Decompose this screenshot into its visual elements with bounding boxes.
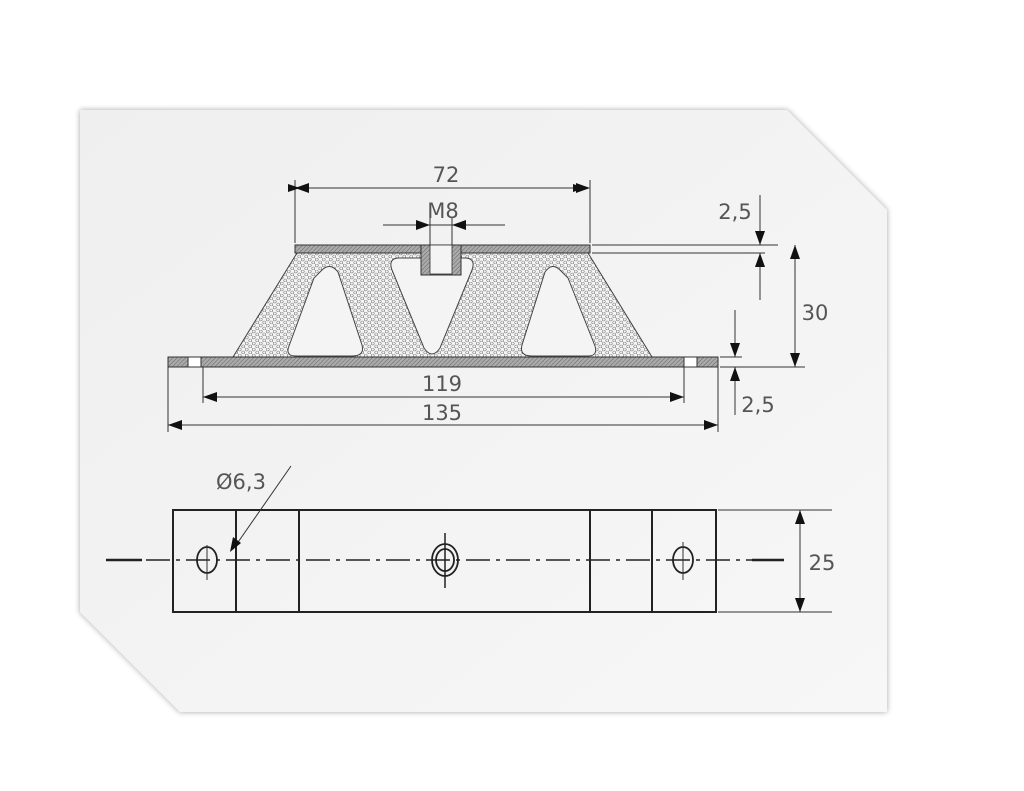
base-hole-right [683, 356, 698, 368]
side-view: 72 M8 2,5 30 2,5 119 [167, 163, 829, 432]
drawing-panel [80, 110, 887, 712]
plan-view: Ø6,3 25 [106, 465, 836, 613]
dim-hole-diameter-label: Ø6,3 [216, 470, 266, 494]
dim-25-label: 25 [809, 551, 836, 575]
dim-base-thickness-label: 2,5 [741, 393, 774, 417]
dim-72-label: 72 [433, 163, 460, 187]
cavity-left [287, 266, 363, 357]
base-hole-left [187, 356, 202, 368]
base-plate [167, 356, 719, 368]
cavity-middle [390, 257, 474, 355]
cavity-right [521, 266, 597, 357]
dim-m8-label: M8 [427, 199, 458, 223]
threaded-insert-plan [431, 533, 459, 588]
dim-119-label: 119 [422, 372, 462, 396]
mounting-hole-right [672, 542, 694, 580]
dim-30-label: 30 [802, 301, 829, 325]
dim-top-thickness-label: 2,5 [718, 200, 751, 224]
mounting-hole-left [196, 545, 218, 580]
dim-135-label: 135 [422, 401, 462, 425]
